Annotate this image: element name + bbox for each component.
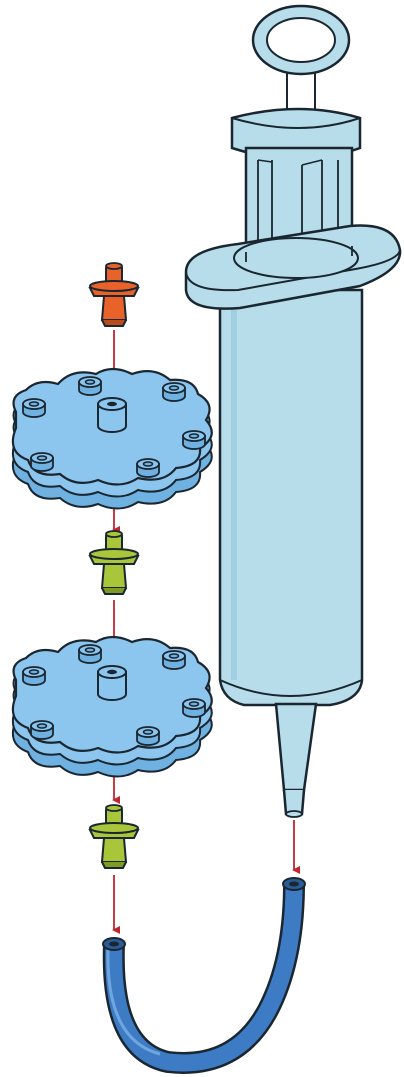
middle-luer-connector [88, 530, 140, 595]
plunger-ring [251, 4, 351, 133]
upper-filter-housing [11, 367, 213, 510]
tubing [102, 877, 306, 1074]
lower-filter-housing [11, 635, 213, 778]
syringe [184, 4, 402, 818]
finger-flange [184, 224, 402, 310]
bottom-luer-connector [88, 804, 140, 869]
syringe-barrel [218, 288, 364, 707]
top-luer-connector [88, 262, 140, 327]
syringe-nozzle [274, 702, 318, 818]
